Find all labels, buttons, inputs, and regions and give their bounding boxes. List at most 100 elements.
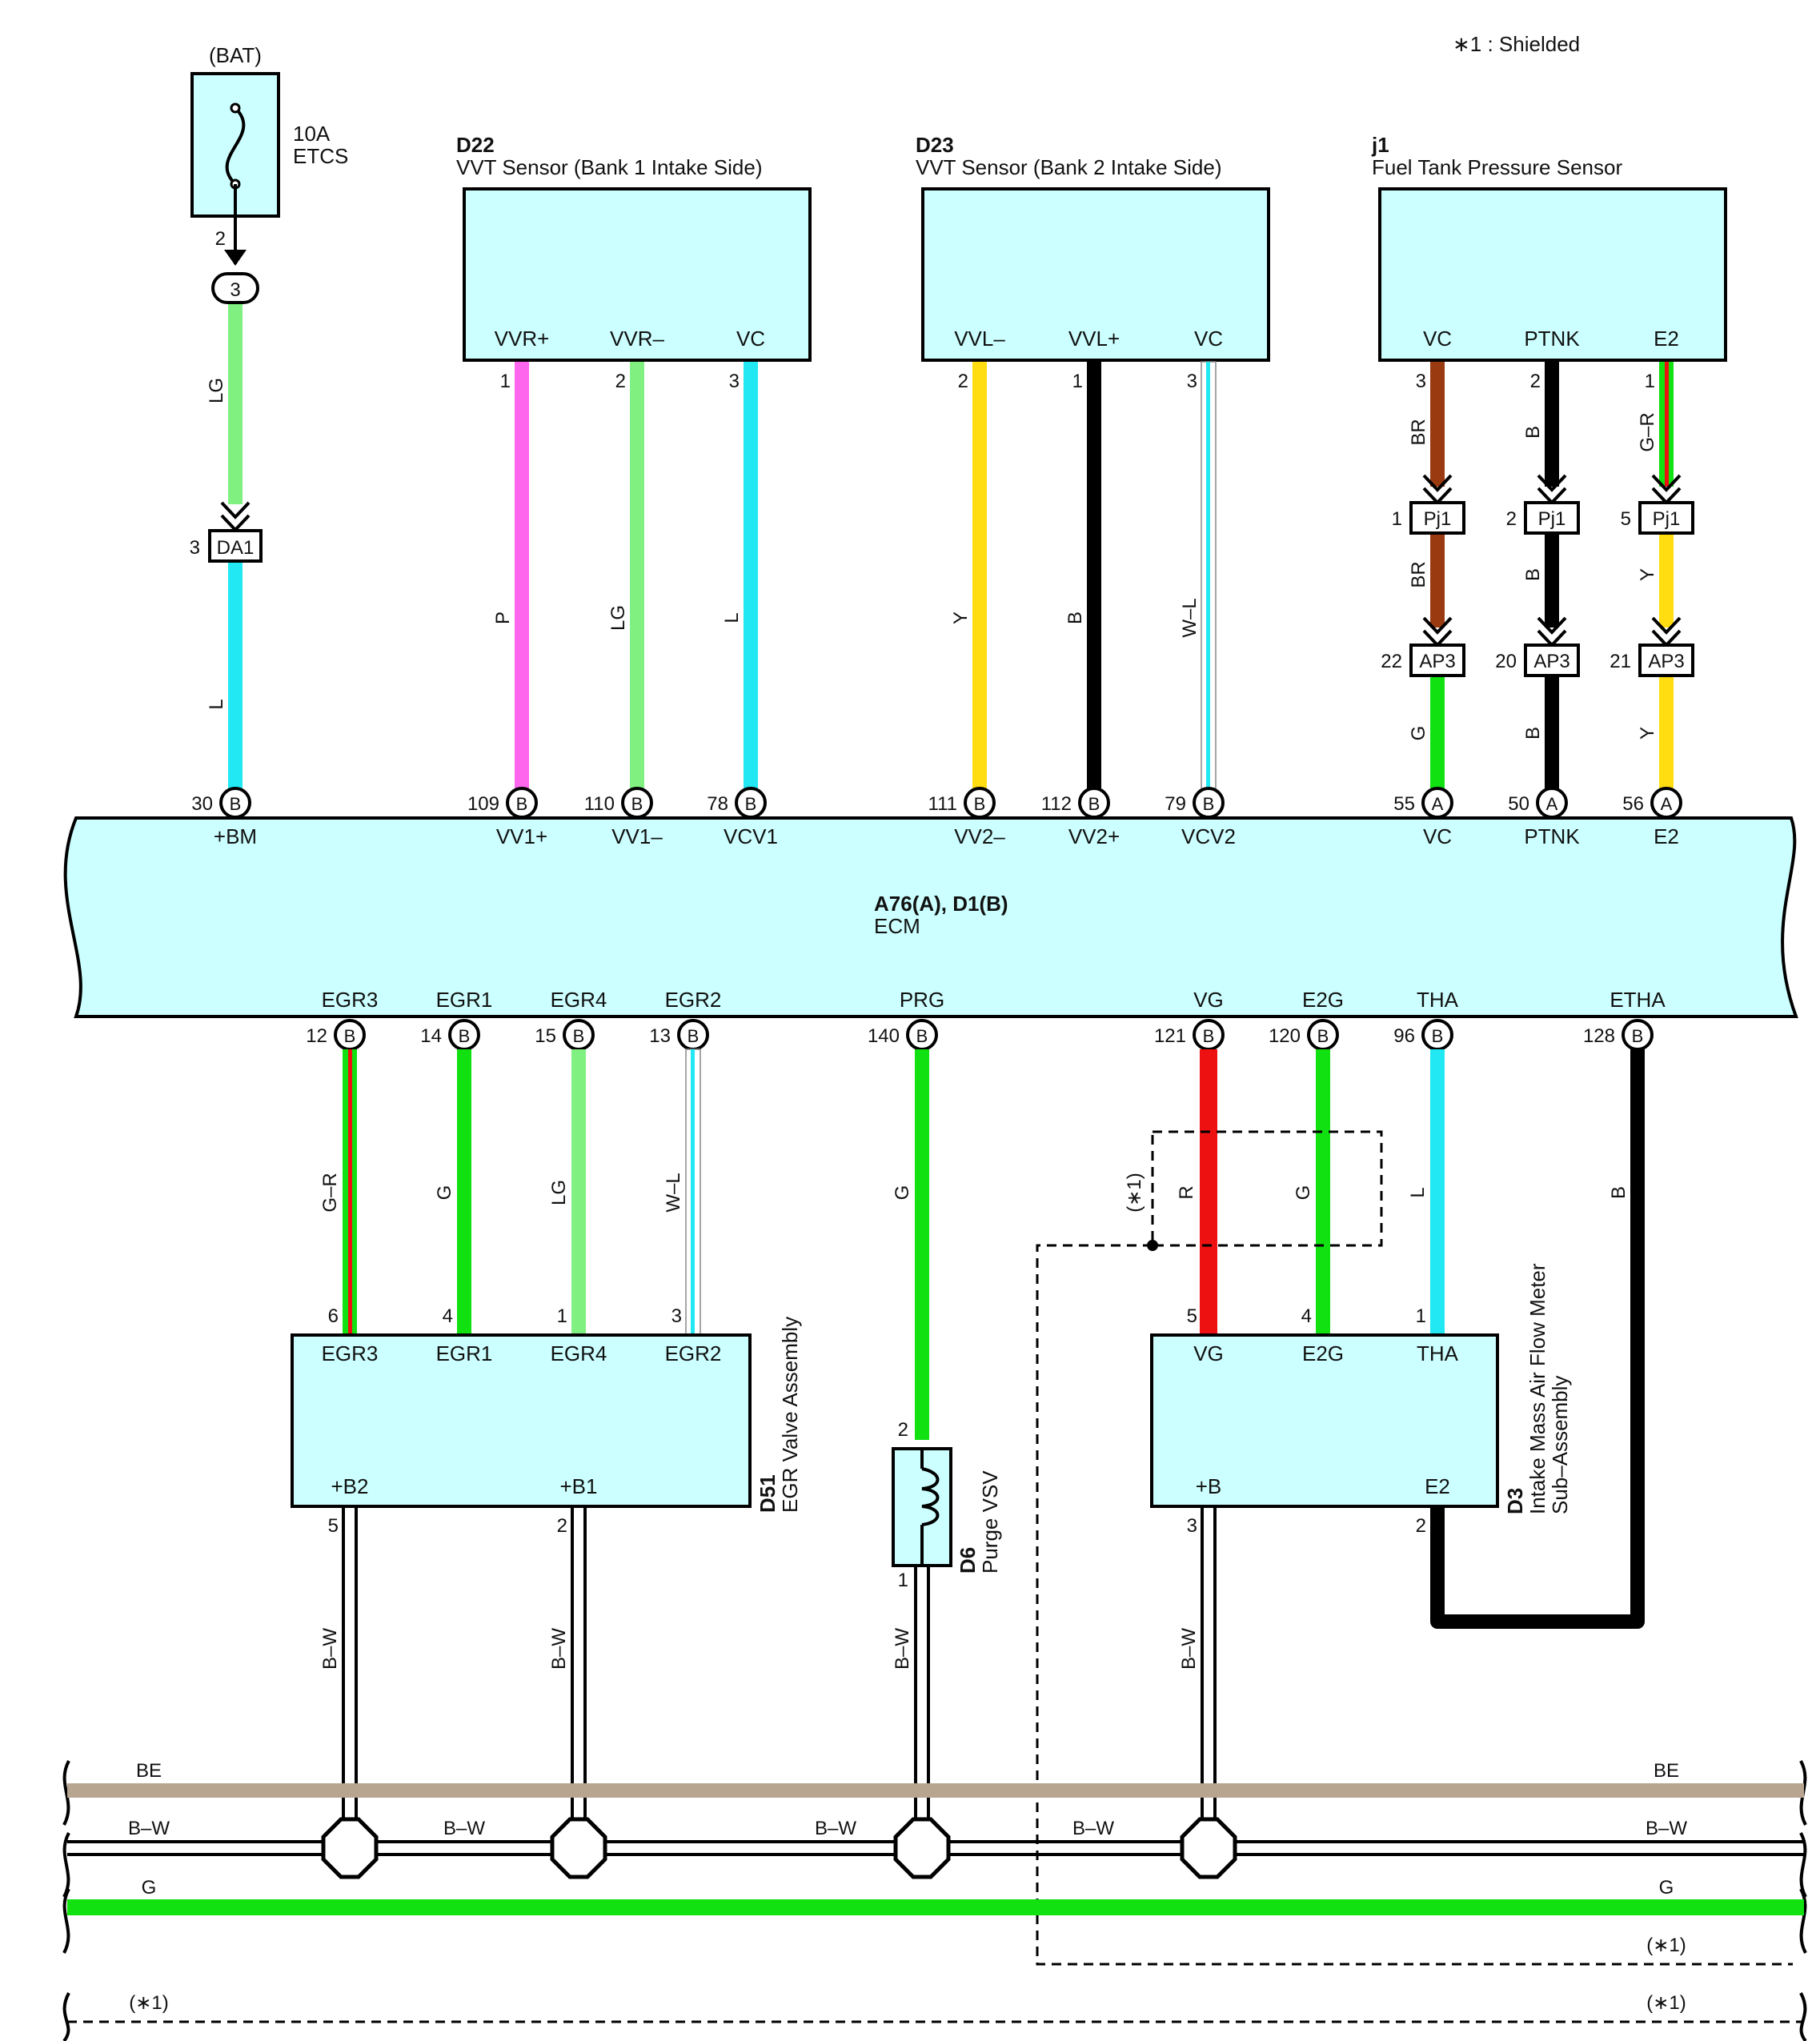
svg-text:EGR3: EGR3: [322, 988, 379, 1012]
d3-pin-num: 2: [1416, 1515, 1426, 1537]
ecm-top-pin: B 111 VV2–: [928, 787, 1005, 848]
wire-code-bw: B–W: [548, 1628, 570, 1670]
bus-label-be: BE: [1654, 1760, 1679, 1782]
svg-text:B: B: [516, 794, 528, 814]
d22-pin-num: 1: [500, 371, 511, 392]
bus-label-bw: B–W: [1646, 1818, 1687, 1839]
j1-pin-num: 2: [1530, 371, 1541, 392]
wire-g-vc: [1430, 677, 1445, 788]
junction-oval: [211, 272, 259, 304]
d51-pin-num: 2: [557, 1515, 567, 1537]
svg-text:EGR2: EGR2: [665, 988, 722, 1012]
bus-label-g: G: [1659, 1877, 1674, 1899]
d51-pin-label: +B1: [560, 1474, 598, 1498]
connector-chevron-icon: [220, 501, 251, 532]
bus-label-shield: (∗1): [1646, 1935, 1686, 1956]
svg-text:14: 14: [420, 1025, 442, 1047]
svg-text:B: B: [1632, 1026, 1644, 1046]
j1-pin-label: PTNK: [1524, 327, 1580, 351]
svg-text:B: B: [1317, 1026, 1329, 1046]
wire-wl-vcv2: [1201, 361, 1217, 789]
wire-y-pj1: [1659, 535, 1674, 628]
svg-text:THA: THA: [1417, 988, 1459, 1012]
j1-pin-num: 1: [1645, 371, 1655, 392]
shield-mark: (∗1): [1124, 1173, 1145, 1212]
d23-pin-label: VC: [1194, 327, 1223, 351]
wire-code-g: G: [1408, 726, 1429, 741]
bus-label-shield: (∗1): [1646, 1992, 1686, 2014]
d23-name: VVT Sensor (Bank 2 Intake Side): [916, 155, 1222, 179]
j1-box: [1378, 187, 1727, 362]
svg-text:B: B: [745, 794, 757, 814]
svg-text:78: 78: [707, 793, 728, 815]
svg-text:111: 111: [928, 793, 957, 815]
wire-br-pj1: [1430, 535, 1445, 628]
svg-text:B: B: [688, 1026, 700, 1046]
bus-label-g: G: [142, 1877, 157, 1899]
wire-y-e2: [1659, 677, 1674, 788]
wire-l-tha: [1430, 1049, 1445, 1335]
wire-code-r: R: [1176, 1185, 1197, 1199]
bus-label-be: BE: [136, 1760, 162, 1782]
svg-text:EGR4: EGR4: [551, 988, 607, 1012]
d3-pin-label: E2G: [1302, 1341, 1344, 1365]
wire-l-bat: [228, 563, 243, 788]
ap3-name: AP3: [1419, 651, 1455, 672]
svg-text:30: 30: [191, 793, 213, 815]
da1-pin: 3: [190, 537, 200, 559]
wire-code-b: B: [1064, 611, 1086, 624]
da1-connector: [208, 529, 263, 563]
d23-pin-label: VVL–: [954, 327, 1005, 351]
ap3-connector: [1409, 644, 1465, 677]
svg-text:B: B: [916, 1026, 928, 1046]
battery-label: (BAT): [209, 43, 262, 67]
wire-code-y: Y: [1637, 568, 1658, 581]
wire-code-g: G: [434, 1185, 455, 1201]
wire-b-j1: [1545, 362, 1559, 487]
shield-junction: [1147, 1240, 1158, 1251]
svg-text:50: 50: [1508, 793, 1529, 815]
wire-wl-egr2: [685, 1049, 701, 1336]
wire-b-pj1: [1545, 535, 1559, 628]
svg-text:E2G: E2G: [1302, 988, 1344, 1012]
wire-g-prg: [915, 1049, 929, 1440]
d23-box: [921, 187, 1270, 362]
ecm-bottom-pin: PRG B 140: [868, 988, 944, 1051]
svg-text:VV2–: VV2–: [954, 824, 1005, 848]
wire-code-l: L: [721, 612, 743, 623]
ecm-top-pin: A 50 PTNK: [1508, 787, 1580, 848]
wire-code-p: P: [492, 611, 514, 624]
d3-code: D3: [1503, 1488, 1527, 1514]
svg-text:VV2+: VV2+: [1068, 824, 1120, 848]
fuse-icon: [225, 106, 246, 186]
svg-text:B: B: [1203, 794, 1215, 814]
ecm-connectors: A76(A), D1(B): [874, 892, 1008, 916]
svg-text:112: 112: [1041, 793, 1072, 815]
wire-bw-b1: [571, 1508, 587, 1825]
wire-code-lg: LG: [607, 605, 629, 631]
d3-pin-num: 3: [1187, 1515, 1197, 1537]
d51-pin-num: 3: [671, 1305, 682, 1327]
splice-point: [1180, 1817, 1237, 1879]
wire-code-l: L: [1407, 1187, 1429, 1197]
svg-text:ETHA: ETHA: [1610, 988, 1666, 1012]
fuse-out-pin: 2: [215, 228, 226, 250]
d23-pin-num: 3: [1187, 371, 1197, 392]
d23-pin-num: 2: [958, 371, 968, 392]
pj1-name: Pj1: [1424, 508, 1452, 530]
d51-code: D51: [756, 1474, 780, 1513]
d51-pin-num: 1: [557, 1305, 567, 1327]
splice-point: [550, 1817, 607, 1879]
svg-text:B: B: [459, 1026, 471, 1046]
wire-p-vv1plus: [515, 362, 529, 788]
wire-lg-egr4: [571, 1049, 586, 1335]
bus-label-bw: B–W: [128, 1818, 170, 1839]
d23-pin-num: 1: [1072, 371, 1083, 392]
wire-code-wl: W–L: [1179, 598, 1201, 637]
svg-text:121: 121: [1154, 1025, 1186, 1047]
wire-code-b: B: [1522, 426, 1544, 439]
d3-pin-label: E2: [1425, 1474, 1450, 1498]
svg-text:VG: VG: [1193, 988, 1224, 1012]
svg-text:A: A: [1432, 794, 1444, 814]
